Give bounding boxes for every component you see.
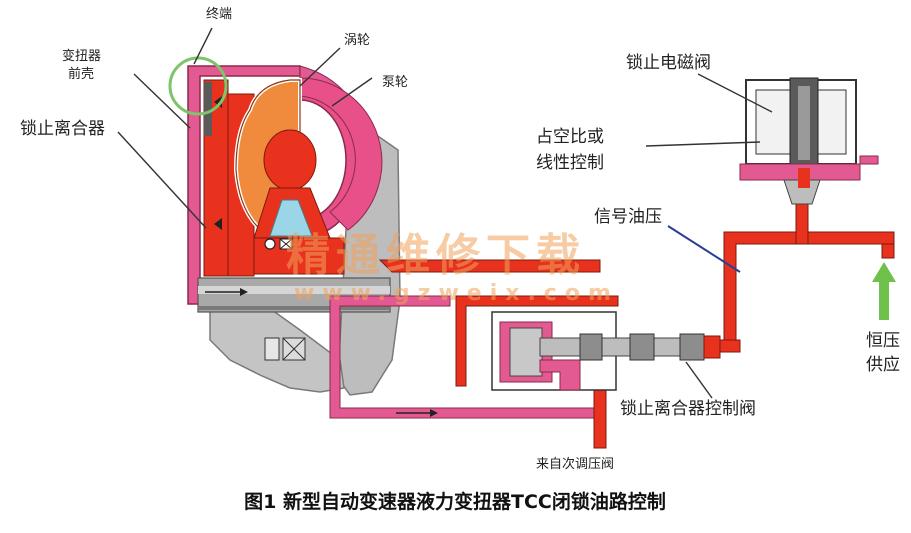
- label-converter-cover-line2: 前壳: [68, 66, 94, 82]
- stator: [253, 129, 331, 239]
- watermark-line1: 精通维修下载: [286, 230, 586, 281]
- label-constant-supply-line2: 供应: [866, 355, 900, 375]
- label-constant-supply-line1: 恒压: [866, 331, 900, 351]
- label-signal-pressure: 信号油压: [594, 207, 662, 227]
- label-duty-line1: 占空比或: [536, 127, 604, 147]
- turbine-hub: [253, 237, 345, 275]
- figure-caption: 图1 新型自动变速器液力变扭器TCC闭锁油路控制: [244, 490, 666, 513]
- label-converter-cover-line1: 变扭器: [62, 48, 101, 64]
- end-cap-highlight-circle: [168, 56, 228, 116]
- label-end-cap: 终端: [206, 6, 232, 22]
- watermark-line2: www.gzweix.com: [294, 281, 619, 306]
- label-pump: 泵轮: [382, 75, 408, 90]
- label-lockup-solenoid: 锁止电磁阀: [626, 53, 711, 73]
- label-lockup-clutch: 锁止离合器: [20, 119, 105, 139]
- lockup-solenoid: [739, 77, 879, 205]
- label-turbine: 涡轮: [344, 33, 370, 48]
- leader-lines: [117, 27, 773, 399]
- signal-pressure-leader: [667, 225, 741, 273]
- label-duty-line2: 线性控制: [536, 153, 604, 173]
- lockup-control-valve: [491, 311, 721, 391]
- constant-supply-arrow: [872, 262, 896, 320]
- label-lockup-control-valve: 锁止离合器控制阀: [620, 399, 756, 419]
- label-from-regulator: 来自次调压阀: [536, 456, 614, 472]
